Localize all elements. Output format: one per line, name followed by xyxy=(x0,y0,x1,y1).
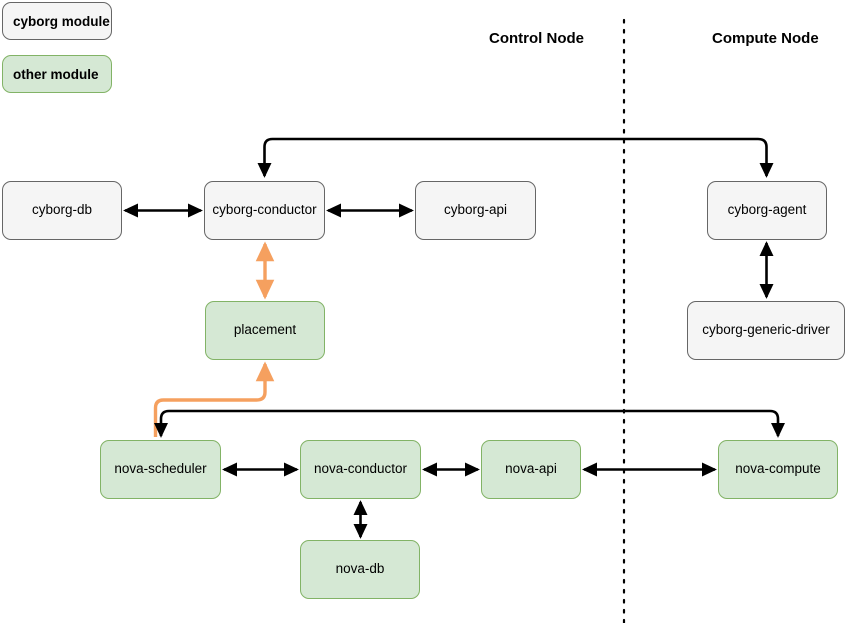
node-label-placement: placement xyxy=(233,322,297,338)
node-nova-conductor[interactable]: nova-conductor xyxy=(300,440,421,499)
legend-label-other-module: other module xyxy=(13,66,99,82)
edge-cyborg-api-agent-bus xyxy=(257,137,774,178)
node-label-nova-db: nova-db xyxy=(335,561,385,577)
node-label-cyborg-db: cyborg-db xyxy=(31,202,93,218)
node-label-cyborg-conductor: cyborg-conductor xyxy=(212,202,317,218)
node-nova-scheduler[interactable]: nova-scheduler xyxy=(100,440,221,499)
node-label-cyborg-agent: cyborg-agent xyxy=(727,202,807,218)
node-cyborg-generic-driver[interactable]: cyborg-generic-driver xyxy=(687,301,845,360)
legend-item-other-module: other module xyxy=(2,55,112,93)
header-control-node: Control Node xyxy=(489,30,584,47)
header-compute-node: Compute Node xyxy=(712,30,819,47)
node-label-nova-scheduler: nova-scheduler xyxy=(114,461,207,477)
node-nova-api[interactable]: nova-api xyxy=(481,440,581,499)
edge-scheduler-placement xyxy=(153,361,275,437)
node-cyborg-agent[interactable]: cyborg-agent xyxy=(707,181,827,240)
legend-item-cyborg-module: cyborg module xyxy=(2,2,112,40)
node-label-nova-api: nova-api xyxy=(505,461,557,477)
node-label-cyborg-generic-driver: cyborg-generic-driver xyxy=(702,322,830,338)
node-nova-db[interactable]: nova-db xyxy=(300,540,420,599)
node-label-nova-conductor: nova-conductor xyxy=(313,461,408,477)
node-placement[interactable]: placement xyxy=(205,301,325,360)
edge-nova-bus xyxy=(153,409,786,438)
node-label-cyborg-api: cyborg-api xyxy=(443,202,508,218)
node-cyborg-db[interactable]: cyborg-db xyxy=(2,181,122,240)
node-label-nova-compute: nova-compute xyxy=(735,461,821,477)
node-cyborg-api[interactable]: cyborg-api xyxy=(415,181,536,240)
node-nova-compute[interactable]: nova-compute xyxy=(718,440,838,499)
node-cyborg-conductor[interactable]: cyborg-conductor xyxy=(204,181,325,240)
legend-label-cyborg-module: cyborg module xyxy=(13,13,110,29)
